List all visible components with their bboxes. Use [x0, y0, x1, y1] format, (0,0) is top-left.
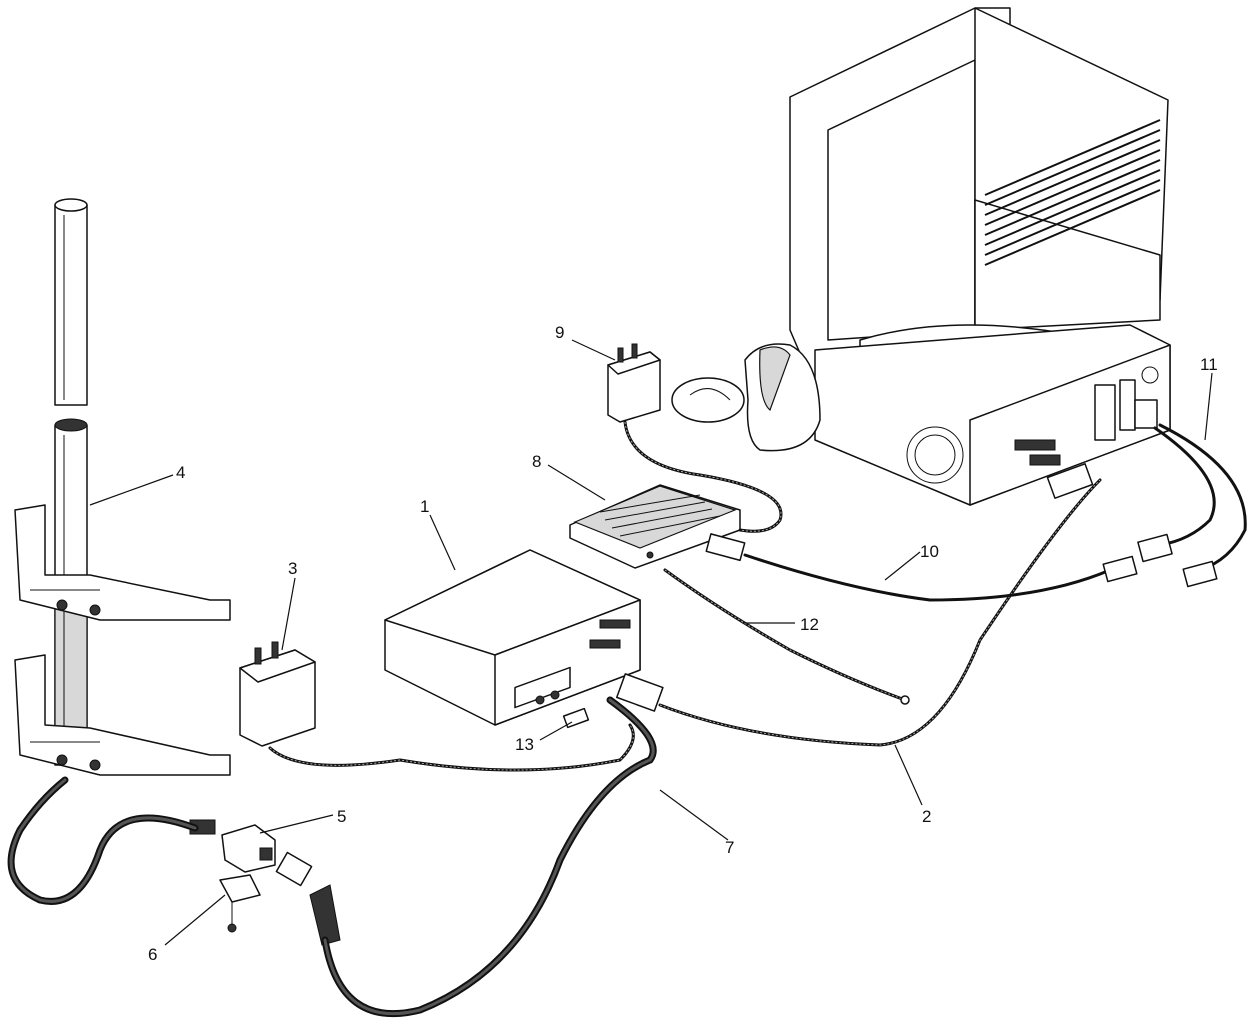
- callout-5: 5: [337, 807, 346, 826]
- power-cable-9: [623, 420, 783, 533]
- lightning-arrester: [189, 819, 276, 873]
- mouse-pad-stand: [744, 343, 821, 452]
- callout-9: 9: [555, 323, 564, 342]
- computer-base-unit: [814, 324, 1171, 506]
- callout-13: 13: [515, 735, 534, 754]
- antenna: [54, 198, 88, 766]
- callout-7: 7: [725, 838, 734, 857]
- antenna-bracket-lower: [14, 654, 231, 776]
- ground-cable-12: [663, 568, 910, 705]
- callout-1: 1: [420, 497, 429, 516]
- power-adapter-9: [607, 343, 661, 423]
- interface-module: [569, 484, 741, 569]
- callout-3: 3: [288, 559, 297, 578]
- serial-cable-11: [1134, 399, 1247, 588]
- coax-connector: [275, 851, 341, 946]
- callout-12: 12: [800, 615, 819, 634]
- antenna-cable: [7, 776, 199, 905]
- mounting-clip: [219, 874, 261, 933]
- callout-6: 6: [148, 945, 157, 964]
- power-adapter-3: [239, 641, 316, 747]
- callout-labels: 1 2 3 4 5 6 7 8 9 10 11 12 13: [148, 323, 1218, 964]
- receiver-unit: [384, 549, 641, 726]
- antenna-bracket-upper: [14, 504, 231, 621]
- leader-lines: [89, 339, 1213, 946]
- callout-4: 4: [176, 463, 185, 482]
- coax-cable-7: [321, 696, 657, 1018]
- callout-8: 8: [532, 452, 541, 471]
- callout-10: 10: [920, 542, 939, 561]
- callout-11: 11: [1200, 355, 1218, 374]
- data-cable-2: [616, 463, 1102, 747]
- power-cable-3: [268, 723, 635, 772]
- serial-cable-10: [705, 533, 1138, 602]
- mouse: [671, 377, 745, 423]
- callout-2: 2: [922, 807, 931, 826]
